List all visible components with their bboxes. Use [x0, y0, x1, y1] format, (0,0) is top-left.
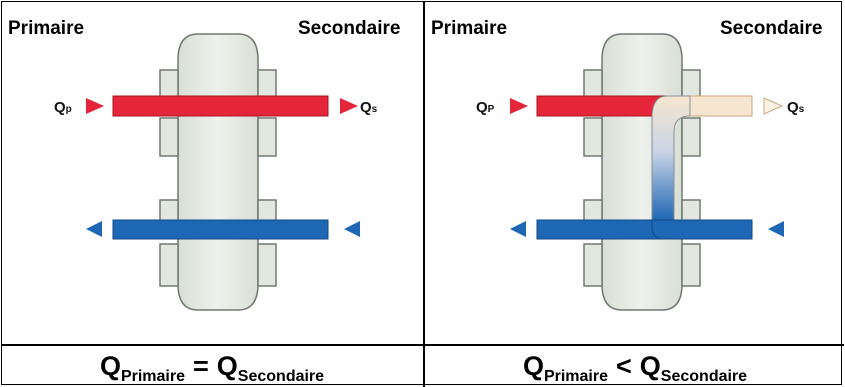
- lower-flanges: [583, 199, 701, 287]
- column-divider: [423, 1, 425, 387]
- formula-sub-primary: Primaire: [543, 368, 608, 385]
- formula-sub-secondary: Secondaire: [660, 368, 748, 385]
- flow-in-label: Qp: [54, 99, 72, 116]
- formula-q-secondary: Q: [216, 351, 238, 381]
- right-formula: QPrimaire<QSecondaire: [425, 346, 845, 386]
- cold-pipe: [536, 219, 753, 240]
- left-primary-label: Primaire: [8, 18, 85, 39]
- right-secondary-label: Secondaire: [720, 18, 823, 39]
- formula-q-secondary: Q: [639, 351, 661, 381]
- formula-q-primary: Q: [522, 351, 544, 381]
- right-diagram: QP Qs: [424, 22, 845, 344]
- outflow-arrow-icon: [763, 97, 784, 115]
- formula-sub-secondary: Secondaire: [237, 368, 325, 385]
- row-divider: [1, 344, 844, 346]
- formula-q-primary: Q: [99, 351, 121, 381]
- cold-return-arrow-icon: [86, 221, 102, 237]
- left-diagram: Qp Qs: [0, 22, 422, 344]
- right-primary-label: Primaire: [431, 18, 508, 39]
- cold-inflow-arrow-icon: [344, 221, 360, 237]
- hot-pipe: [112, 95, 329, 117]
- flow-out-label: Qs: [360, 99, 378, 116]
- outflow-arrow-icon: [340, 98, 358, 114]
- flow-in-label: QP: [476, 99, 495, 116]
- separator-body: [177, 33, 259, 311]
- inflow-arrow-icon: [86, 98, 104, 114]
- formula-sub-primary: Primaire: [120, 368, 185, 385]
- left-formula: QPrimaire=QSecondaire: [2, 346, 422, 386]
- formula-operator: <: [616, 351, 632, 381]
- left-secondary-label: Secondaire: [298, 18, 401, 39]
- hot-pipe: [536, 95, 668, 117]
- left-hydraulic-separator-svg: Qp Qs: [54, 33, 378, 311]
- right-hydraulic-separator-svg: QP Qs: [476, 33, 805, 311]
- formula-operator: =: [193, 351, 209, 381]
- bypass-flow: [651, 95, 691, 221]
- flow-out-label: Qs: [787, 99, 805, 116]
- cold-return-arrow-icon: [510, 221, 526, 237]
- cold-inflow-arrow-icon: [768, 221, 784, 237]
- inflow-arrow-icon: [510, 98, 528, 114]
- cold-pipe: [112, 219, 329, 240]
